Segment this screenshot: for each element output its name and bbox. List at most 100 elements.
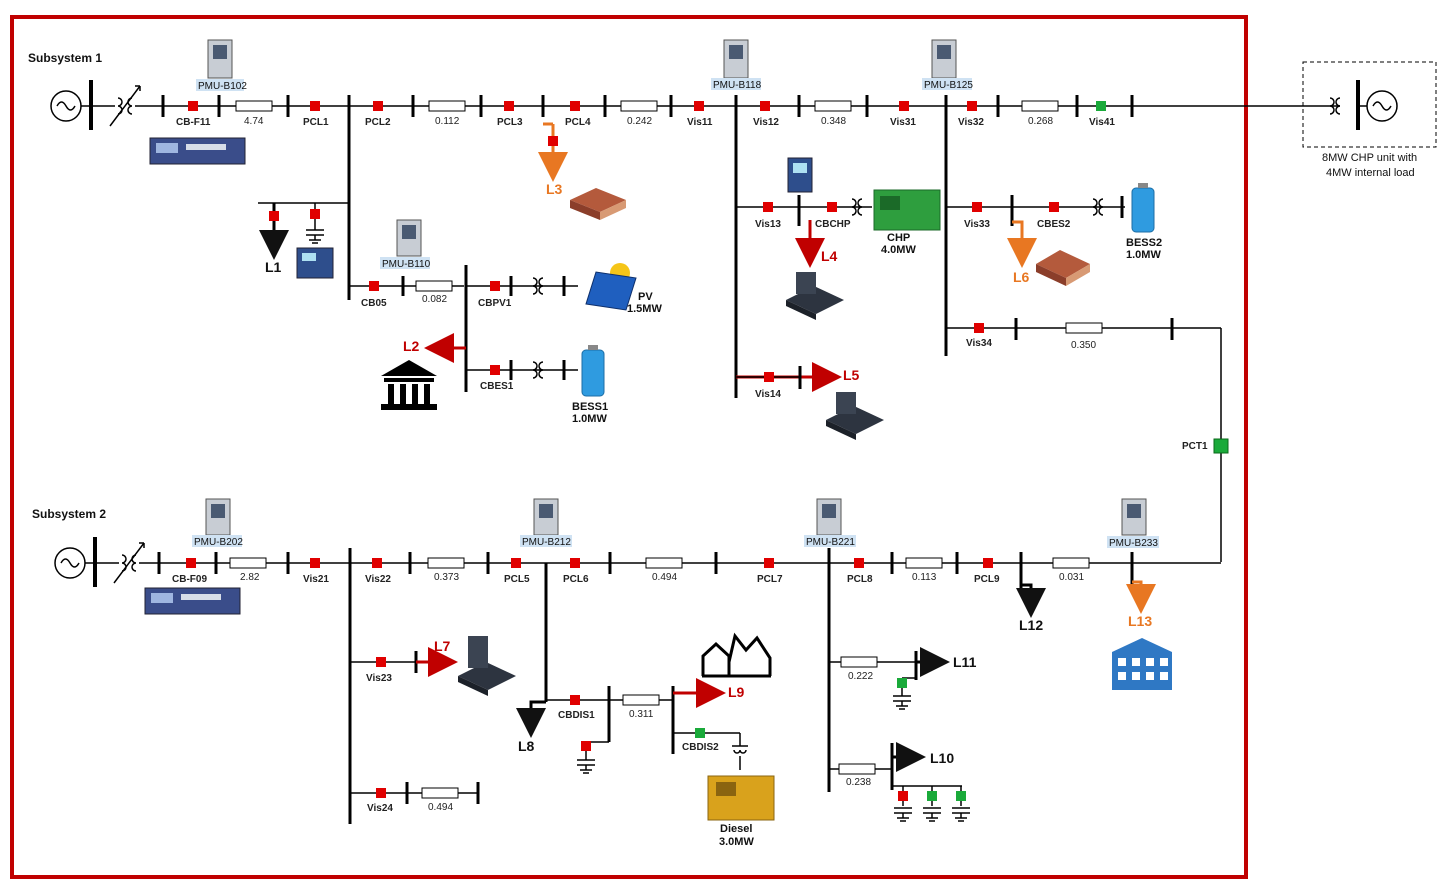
breaker-vis21[interactable] <box>310 558 320 568</box>
breaker-vis23[interactable] <box>376 657 386 667</box>
breaker-pcl5[interactable] <box>511 558 521 568</box>
breaker-cbdis1[interactable] <box>570 695 580 705</box>
line-impedance-0-373 <box>427 557 465 569</box>
pmu-b202[interactable]: PMU-B202 <box>192 498 243 548</box>
load-l3-label: L3 <box>546 181 563 197</box>
bess1-rating: 1.0MW <box>572 413 607 425</box>
line-impedance-0-113 <box>905 557 943 569</box>
line-impedance-0-311-value: 0.311 <box>629 709 654 720</box>
breaker-capacitor-l11[interactable] <box>897 678 907 688</box>
pmu-b118[interactable]: PMU-B118 <box>711 39 762 91</box>
pv-rating: 1.5MW <box>627 303 662 315</box>
breaker-cb-f11[interactable] <box>188 101 198 111</box>
breaker-capacitor-1[interactable] <box>310 209 320 219</box>
pmu-b233[interactable]: PMU-B233 <box>1107 498 1159 549</box>
breaker-vis32[interactable] <box>967 101 977 111</box>
external-chp-note-line2: 4MW internal load <box>1326 167 1415 179</box>
breaker-vis11-label: Vis11 <box>687 117 713 128</box>
breaker-pcl9[interactable] <box>983 558 993 568</box>
pmu-b102[interactable]: PMU-B102 <box>196 39 247 92</box>
line-impedance-0-348 <box>814 100 852 112</box>
line-impedance-4-74 <box>235 100 273 112</box>
breaker-cbes1[interactable] <box>490 365 500 375</box>
pmu-b125[interactable]: PMU-B125 <box>922 39 973 91</box>
battery-bess2-icon <box>1131 183 1155 233</box>
breaker-vis13[interactable] <box>763 202 773 212</box>
breaker-vis33[interactable] <box>972 202 982 212</box>
breaker-vis34[interactable] <box>974 323 984 333</box>
breaker-vis24[interactable] <box>376 788 386 798</box>
load-l13-label: L13 <box>1128 613 1152 629</box>
pmu-b102-label: PMU-B102 <box>198 81 247 92</box>
solar-panel-icon <box>585 263 637 311</box>
pv-name: PV <box>638 291 653 303</box>
breaker-pct1[interactable] <box>1213 438 1229 454</box>
hospital-building-l5-icon <box>826 392 884 440</box>
breaker-capacitor-l10-a[interactable] <box>898 791 908 801</box>
line-impedance-0-238 <box>838 763 876 775</box>
breaker-capacitor-l10-c[interactable] <box>956 791 966 801</box>
external-chp-source-icon <box>1366 90 1398 122</box>
line-impedance-4-74-value: 4.74 <box>244 116 264 127</box>
pmu-b221[interactable]: PMU-B221 <box>804 498 856 548</box>
load-l6-arrow <box>1007 220 1037 268</box>
load-l2-label: L2 <box>403 338 420 354</box>
capacitor-dis1-icon <box>577 759 595 774</box>
breaker-pcl5-label: PCL5 <box>504 574 530 585</box>
breaker-cbes2[interactable] <box>1049 202 1059 212</box>
line-impedance-0-238-value: 0.238 <box>846 777 871 788</box>
breaker-pcl3[interactable] <box>504 101 514 111</box>
breaker-vis14-label: Vis14 <box>755 389 781 400</box>
breaker-pcl4[interactable] <box>570 101 580 111</box>
breaker-pcl6-label: PCL6 <box>563 574 589 585</box>
breaker-cb-f09[interactable] <box>186 558 196 568</box>
breaker-vis21-label: Vis21 <box>303 574 329 585</box>
line-impedance-0-082 <box>415 280 453 292</box>
breaker-pcl2-label: PCL2 <box>365 117 391 128</box>
breaker-l1[interactable] <box>269 211 279 221</box>
breaker-vis31[interactable] <box>899 101 909 111</box>
breaker-vis12[interactable] <box>760 101 770 111</box>
line-impedance-2-82-value: 2.82 <box>240 572 260 583</box>
breaker-cb05[interactable] <box>369 281 379 291</box>
breaker-cbchp[interactable] <box>827 202 837 212</box>
breaker-pct1-label: PCT1 <box>1182 441 1208 452</box>
pmu-b212-label: PMU-B212 <box>522 537 571 548</box>
breaker-vis14[interactable] <box>764 372 774 382</box>
breaker-cbdis2[interactable] <box>695 728 705 738</box>
breaker-pcl2[interactable] <box>373 101 383 111</box>
breaker-capacitor-l10-b[interactable] <box>927 791 937 801</box>
line-impedance-0-113-value: 0.113 <box>912 572 937 583</box>
breaker-capacitor-dis1[interactable] <box>581 741 591 751</box>
breaker-pcl8[interactable] <box>854 558 864 568</box>
breaker-pcl7[interactable] <box>764 558 774 568</box>
bess2-transformer-icon <box>1092 198 1104 216</box>
breaker-pcl1[interactable] <box>310 101 320 111</box>
bess2-rating: 1.0MW <box>1126 249 1161 261</box>
relay-device-f11-icon <box>149 137 246 165</box>
line-impedance-0-268-value: 0.268 <box>1028 116 1053 127</box>
pmu-b212[interactable]: PMU-B212 <box>520 498 572 548</box>
breaker-vis32-label: Vis32 <box>958 117 984 128</box>
school-building-l6-icon <box>1036 250 1090 286</box>
school-building-icon <box>570 188 626 220</box>
breaker-l3[interactable] <box>548 136 558 146</box>
diesel-name: Diesel <box>720 823 752 835</box>
breaker-pcl3-label: PCL3 <box>497 117 523 128</box>
pmu-b110[interactable]: PMU-B110 <box>380 219 431 270</box>
line-impedance-0-268 <box>1021 100 1059 112</box>
subsystem-2-title: Subsystem 2 <box>32 507 106 521</box>
breaker-cbpv1[interactable] <box>490 281 500 291</box>
breaker-vis41[interactable] <box>1096 101 1106 111</box>
breaker-vis22[interactable] <box>372 558 382 568</box>
external-chp-transformer-icon <box>1329 97 1341 115</box>
feeder-1-bus-bars <box>161 95 1134 117</box>
breaker-pcl6[interactable] <box>570 558 580 568</box>
line-impedance-0-494-feeder-value: 0.494 <box>652 572 677 583</box>
breaker-vis11[interactable] <box>694 101 704 111</box>
line-impedance-0-311 <box>622 694 660 706</box>
office-building-l13-icon <box>1112 638 1172 690</box>
line-impedance-0-494-lateral <box>421 787 459 799</box>
breaker-pcl7-label: PCL7 <box>757 574 783 585</box>
chp-name: CHP <box>887 232 910 244</box>
